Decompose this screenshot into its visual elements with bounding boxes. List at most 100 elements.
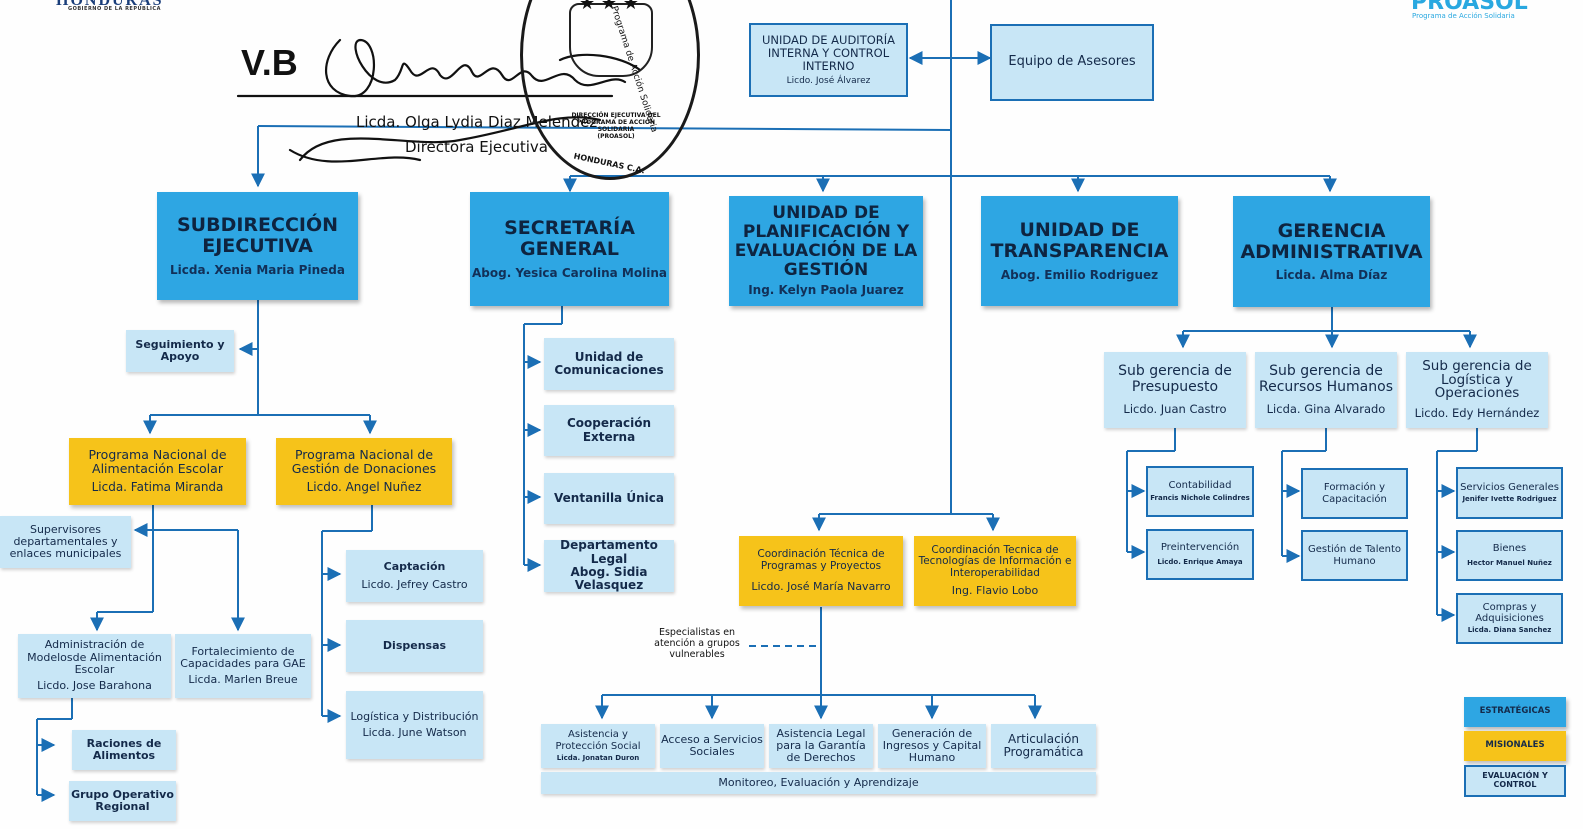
bienes-title: Bienes	[1492, 542, 1527, 554]
legend-estrategicas: ESTRATÉGICAS	[1464, 697, 1566, 727]
stamp-line: PROGRAMA DE ACCIÓN SOLIDARIA	[577, 118, 655, 133]
dispensas-box: Dispensas	[346, 620, 483, 672]
servicios-head: Jenifer Ivette Rodriguez	[1462, 495, 1557, 504]
seguimiento-box: Seguimiento y Apoyo	[126, 330, 234, 372]
monitoreo-bar: Monitoreo, Evaluación y Aprendizaje	[541, 772, 1096, 794]
signer-title: Directora Ejecutiva	[405, 138, 548, 156]
asesores-box: Equipo de Asesores	[990, 24, 1154, 101]
subgerencia-head: Licdo. Edy Hernández	[1414, 405, 1540, 420]
auditoria-box: UNIDAD DE AUDITORÍA INTERNA Y CONTROL IN…	[749, 23, 908, 97]
main-unit-gerencia: GERENCIA ADMINISTRATIVA Licda. Alma Díaz	[1233, 196, 1430, 307]
bottom-program-title: Articulación Programática	[1003, 731, 1084, 759]
bienes-box: Bienes Hector Manuel Nuñez	[1456, 530, 1563, 581]
grupo-operativo-box: Grupo Operativo Regional	[69, 781, 176, 821]
main-unit-secretaria: SECRETARÍA GENERAL Abog. Yesica Carolina…	[470, 192, 669, 306]
vb-mark: V.B	[241, 42, 298, 83]
captacion-title: Captación	[383, 560, 446, 574]
servicios-box: Servicios Generales Jenifer Ivette Rodri…	[1456, 467, 1563, 519]
subgerencia-box: Sub gerencia de Presupuesto Licdo. Juan …	[1104, 352, 1246, 428]
subgerencia-head: Licdo. Juan Castro	[1123, 402, 1227, 417]
subgerencia-head: Licda. Gina Alvarado	[1266, 402, 1386, 417]
supervisores-box: Supervisores departamentales y enlaces m…	[0, 516, 131, 568]
main-unit-head: Abog. Yesica Carolina Molina	[472, 265, 667, 280]
legend-label: ESTRATÉGICAS	[1479, 706, 1551, 717]
contabilidad-box: Contabilidad Francis Nichole Colindres	[1146, 466, 1254, 517]
programa-alimentacion-head: Licda. Fatima Miranda	[91, 480, 224, 495]
compras-head: Licda. Diana Sanchez	[1467, 626, 1552, 635]
preintervencion-title: Preintervención	[1160, 541, 1240, 553]
legal-title: Departamento Legal	[560, 538, 658, 566]
main-unit-title: SECRETARÍA GENERAL	[504, 217, 635, 261]
honduras-logo: HONDURAS	[56, 0, 164, 9]
talento-box: Gestión de Talento Humano	[1301, 530, 1408, 581]
proasol-logo-subtitle: Programa de Acción Solidaria	[1412, 12, 1515, 20]
main-unit-head: Ing. Kelyn Paola Juarez	[748, 283, 904, 298]
main-unit-transparencia: UNIDAD DE TRANSPARENCIA Abog. Emilio Rod…	[981, 196, 1178, 306]
comunicaciones-box: Unidad de Comunicaciones	[544, 338, 674, 390]
legal-box: Departamento Legal Abog. Sidia Velasquez	[544, 538, 674, 593]
captacion-head: Licdo. Jefrey Castro	[361, 577, 468, 591]
programa-alimentacion-title: Programa Nacional de Alimentación Escola…	[88, 447, 227, 477]
stars-icon: ★ ★ ★	[579, 0, 639, 14]
stamp-arc-bottom: HONDURAS C.A.	[572, 151, 646, 176]
programa-donaciones-title: Programa Nacional de Gestión de Donacion…	[291, 447, 437, 477]
fortalecimiento-title: Fortalecimiento de Capacidades para GAE	[180, 644, 306, 670]
main-unit-planificacion: UNIDAD DE PLANIFICACIÓN Y EVALUACIÓN DE …	[729, 196, 923, 306]
subgerencia-title: Sub gerencia de Logística y Operaciones	[1422, 358, 1532, 402]
proasol-logo: PROASOL	[1411, 0, 1528, 15]
cooperacion-title: Cooperación Externa	[566, 416, 652, 444]
formacion-title: Formación y Capacitación	[1322, 482, 1387, 505]
subgerencia-title: Sub gerencia de Presupuesto	[1118, 362, 1232, 395]
ventanilla-title: Ventanilla Única	[554, 490, 664, 505]
especialistas-label: Especialistas en atención a grupos vulne…	[654, 627, 740, 660]
preintervencion-head: Licdo. Enrique Amaya	[1157, 558, 1243, 567]
main-unit-head: Licda. Alma Díaz	[1275, 268, 1388, 283]
subgerencia-box: Sub gerencia de Logística y Operaciones …	[1406, 352, 1548, 428]
subgerencia-box: Sub gerencia de Recursos Humanos Licda. …	[1255, 352, 1397, 428]
main-unit-title: UNIDAD DE PLANIFICACIÓN Y EVALUACIÓN DE …	[734, 203, 918, 281]
bottom-program-box: Acceso a Servicios Sociales	[660, 724, 764, 768]
servicios-title: Servicios Generales	[1460, 481, 1559, 493]
cooperacion-box: Cooperación Externa	[544, 405, 674, 456]
preintervencion-box: Preintervención Licdo. Enrique Amaya	[1146, 529, 1254, 580]
bottom-program-title: Generación de Ingresos y Capital Humano	[882, 726, 982, 765]
programa-donaciones-head: Licdo. Angel Nuñez	[306, 480, 422, 495]
grupo-operativo-title: Grupo Operativo Regional	[71, 787, 174, 813]
legend-label: EVALUACIÓN Y CONTROL	[1482, 771, 1548, 789]
coordinacion-tecnologias-title: Coordinación Tecnica de Tecnologías de I…	[918, 543, 1072, 580]
main-unit-title: SUBDIRECCIÓN EJECUTIVA	[176, 214, 339, 258]
bottom-program-box: Generación de Ingresos y Capital Humano	[878, 724, 986, 768]
legal-head: Abog. Sidia Velasquez	[570, 565, 648, 593]
logistica-distribucion-head: Licda. June Watson	[362, 726, 467, 739]
main-unit-head: Abog. Emilio Rodriguez	[1000, 267, 1159, 282]
bottom-program-box: Asistencia Legal para la Garantía de Der…	[769, 724, 873, 768]
programa-alimentacion-box: Programa Nacional de Alimentación Escola…	[69, 438, 246, 505]
coordinacion-tecnologias-head: Ing. Flavio Lobo	[951, 583, 1039, 597]
contabilidad-title: Contabilidad	[1168, 479, 1232, 491]
formacion-box: Formación y Capacitación	[1301, 468, 1408, 519]
programa-donaciones-box: Programa Nacional de Gestión de Donacion…	[276, 438, 452, 505]
coordinacion-tecnologias-box: Coordinación Tecnica de Tecnologías de I…	[914, 536, 1076, 606]
main-unit-title: GERENCIA ADMINISTRATIVA	[1240, 219, 1423, 263]
legend-evaluacion: EVALUACIÓN Y CONTROL	[1464, 765, 1566, 797]
bienes-head: Hector Manuel Nuñez	[1467, 559, 1552, 568]
coordinacion-programas-head: Licdo. José María Navarro	[751, 579, 891, 593]
bottom-program-title: Asistencia Legal para la Garantía de Der…	[776, 726, 866, 765]
fortalecimiento-box: Fortalecimiento de Capacidades para GAE …	[175, 634, 311, 698]
raciones-box: Raciones de Alimentos	[72, 730, 176, 770]
main-unit-title: UNIDAD DE TRANSPARENCIA	[990, 219, 1169, 263]
subgerencia-title: Sub gerencia de Recursos Humanos	[1259, 362, 1393, 395]
dispensas-title: Dispensas	[382, 638, 447, 652]
compras-title: Compras y Adquisiciones	[1475, 601, 1544, 625]
legend-label: MISIONALES	[1485, 740, 1545, 751]
talento-title: Gestión de Talento Humano	[1307, 544, 1401, 567]
administracion-head: Licdo. Jose Barahona	[37, 679, 152, 693]
honduras-logo-subtitle: GOBIERNO DE LA REPÚBLICA	[68, 6, 161, 12]
logistica-distribucion-title: Logística y Distribución	[350, 709, 479, 723]
monitoreo-title: Monitoreo, Evaluación y Aprendizaje	[718, 775, 919, 789]
main-unit-head: Licda. Xenia Maria Pineda	[170, 262, 345, 277]
coordinacion-programas-box: Coordinación Técnica de Programas y Proy…	[739, 536, 903, 606]
bottom-program-box: Articulación Programática	[991, 724, 1096, 768]
